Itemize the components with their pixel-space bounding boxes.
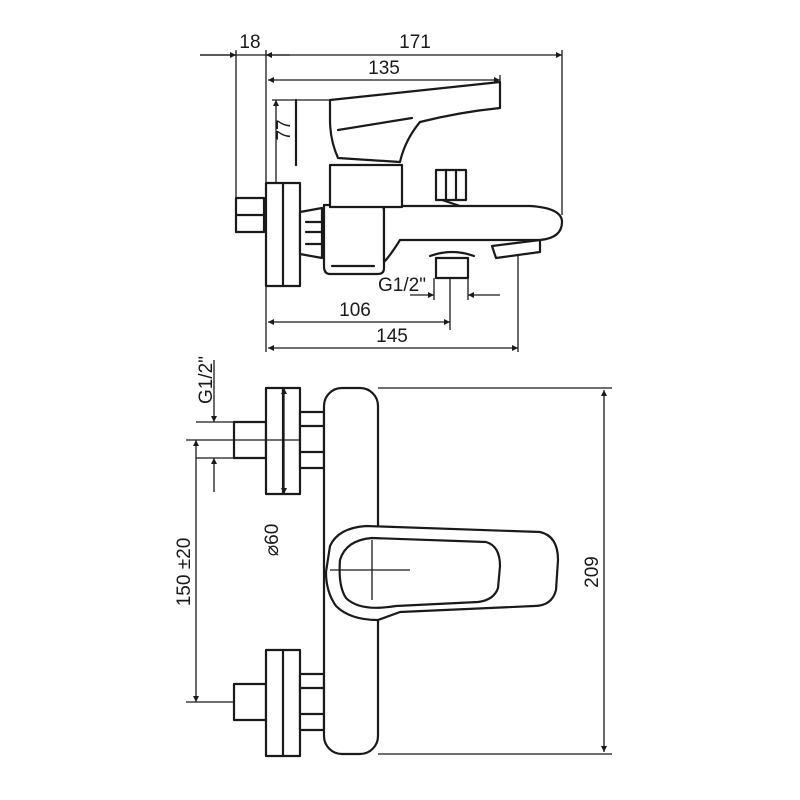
diverter-stem [440, 198, 462, 208]
dim-thread-side-label: G1/2" [378, 275, 426, 296]
lever-handle-front [324, 524, 560, 622]
upper-connector [298, 410, 326, 470]
dim-135-label: 135 [368, 58, 400, 79]
dim-209-label: 209 [582, 556, 603, 588]
side-view: 18 171 135 77 [200, 32, 564, 352]
lever-detail [336, 116, 414, 132]
dim-145-label: 145 [376, 326, 408, 347]
spout-outlet-side [490, 238, 542, 260]
dim-diameter-label: ⌀60 [262, 524, 283, 557]
dim-171-label: 171 [399, 32, 431, 53]
dim-77-label: 77 [274, 119, 295, 140]
lower-wall-nut [232, 682, 268, 722]
lower-connector [298, 672, 326, 732]
lever-inner-outline [338, 536, 502, 609]
outlet-arc [428, 250, 476, 258]
dim-thread-front-label: G1/2" [196, 356, 217, 404]
spout-side [382, 204, 564, 264]
shower-outlet-nut [434, 256, 470, 280]
dim-106-label: 106 [339, 300, 371, 321]
cartridge-housing [328, 163, 404, 209]
front-view: G1/2" 150 ±20 ⌀60 209 [174, 356, 612, 758]
mixer-body-side [322, 203, 386, 276]
dim-18-label: 18 [239, 32, 260, 53]
dim-centers-label: 150 ±20 [174, 538, 195, 607]
diverter-knob [434, 168, 468, 202]
lever-handle-side [328, 80, 502, 164]
